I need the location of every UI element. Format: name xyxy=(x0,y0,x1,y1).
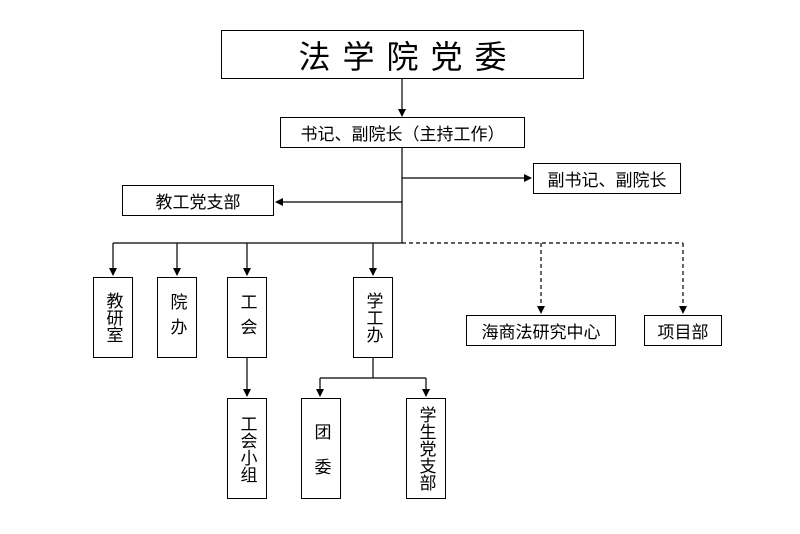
node-youth-league: 团委 xyxy=(301,398,341,499)
node-project-dept: 项目部 xyxy=(644,315,722,346)
node-root: 法学院党委 xyxy=(221,30,584,79)
node-deputy: 副书记、副院长 xyxy=(533,163,681,194)
node-staff-branch: 教工党支部 xyxy=(122,185,274,216)
node-secretary: 书记、副院长（主持工作） xyxy=(280,117,525,148)
node-student-office: 学工办 xyxy=(353,277,393,358)
node-union: 工会 xyxy=(227,277,267,358)
node-research-center: 海商法研究中心 xyxy=(466,315,616,346)
node-student-branch: 学生党支部 xyxy=(406,398,446,499)
node-teaching-office: 教研室 xyxy=(93,277,133,358)
node-union-group: 工会小组 xyxy=(227,398,267,499)
node-college-office: 院办 xyxy=(157,277,197,358)
